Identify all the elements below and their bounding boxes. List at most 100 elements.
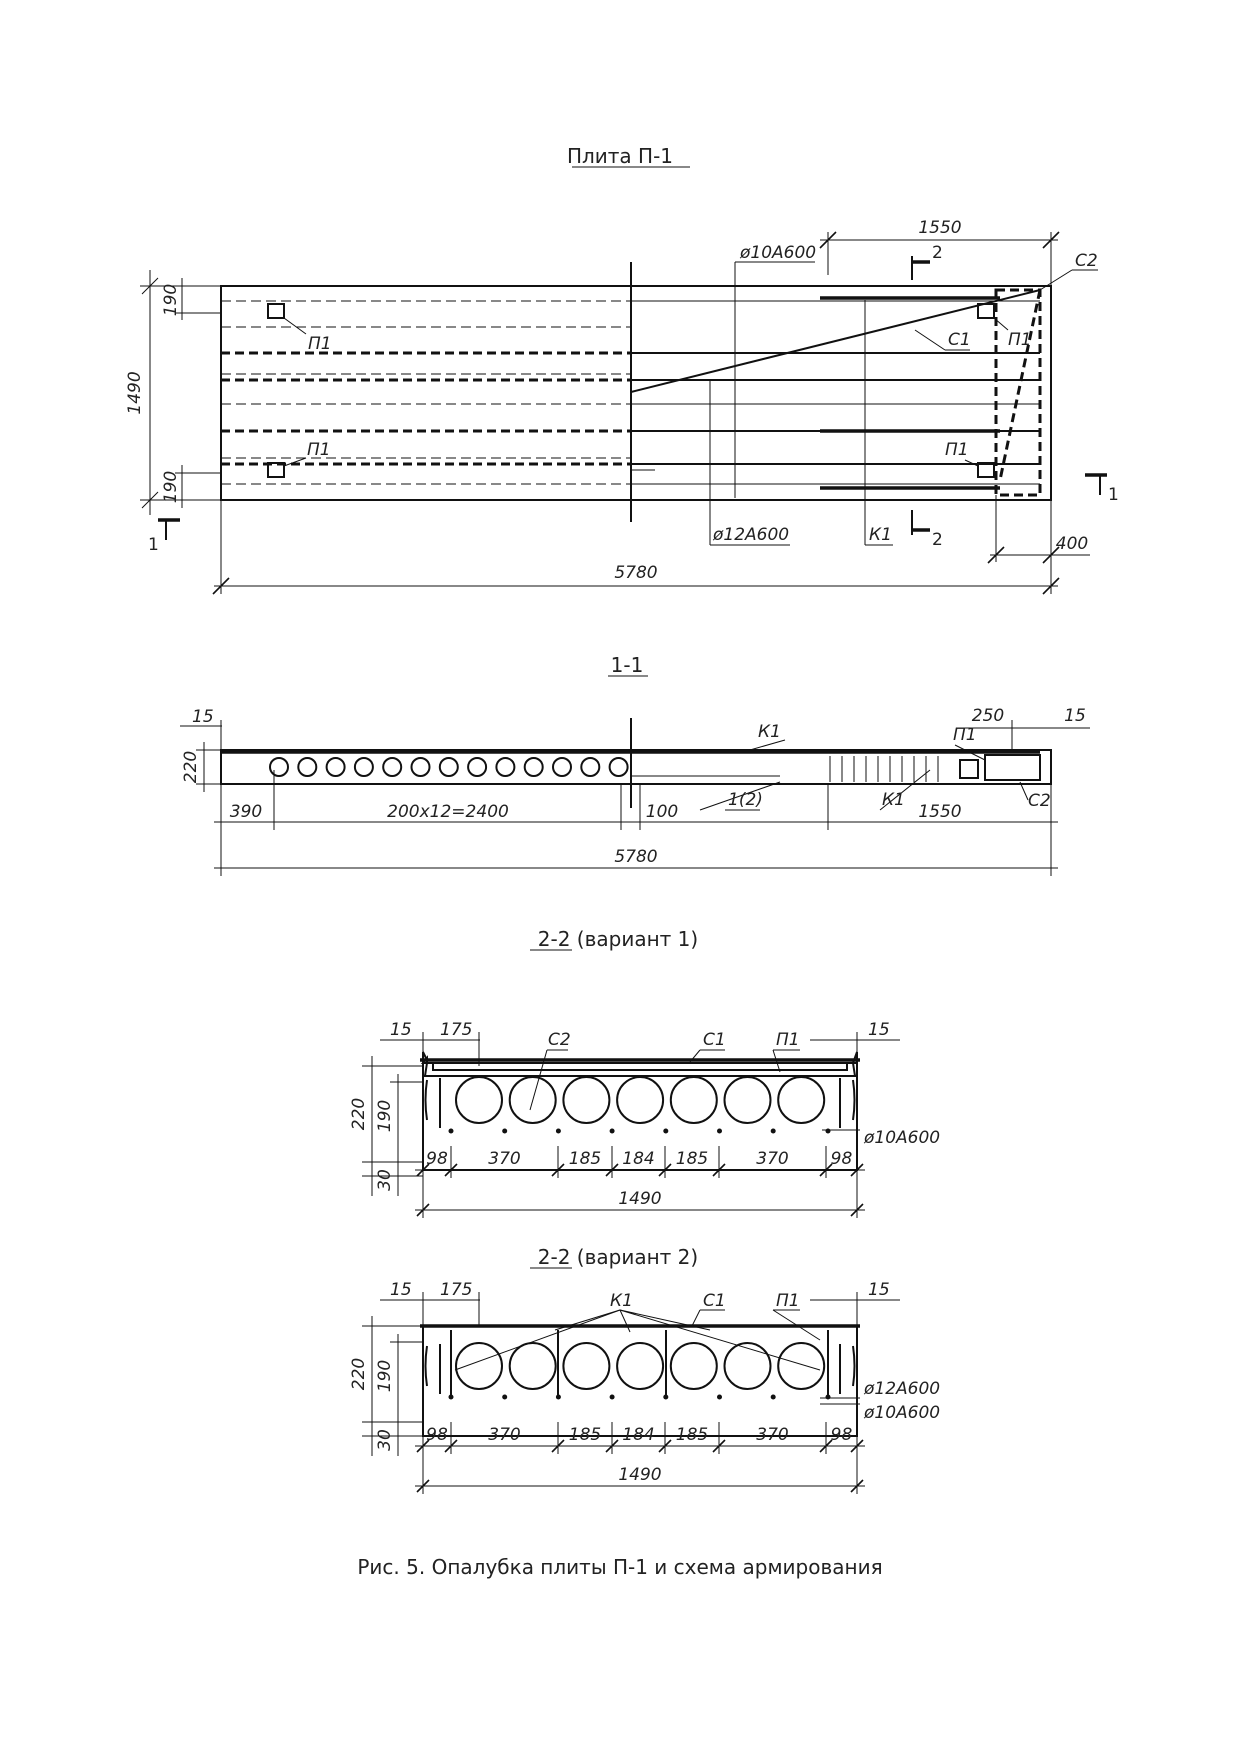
- label-rebar12-v2: ø12А600: [863, 1379, 940, 1399]
- dim-1550-plan: 1550: [918, 218, 961, 238]
- k1-stirrups-section: [829, 756, 939, 782]
- figure-caption: Рис. 5. Опалубка плиты П-1 и схема армир…: [357, 1555, 882, 1579]
- dim-175: 175: [440, 1020, 472, 1040]
- section-1-1-dimensions: 220 15 390 200x12=2400 100 1550 5780 250…: [180, 706, 1090, 876]
- hollow-circle: [562, 1076, 611, 1124]
- hollow-circle: [297, 757, 318, 777]
- dim-chain-value: 370: [756, 1149, 788, 1169]
- dim-190: 190: [375, 1360, 395, 1392]
- hollow-circle: [455, 1076, 503, 1124]
- label-p1-v2: П1: [776, 1291, 800, 1311]
- dim-chain-value: 370: [756, 1425, 788, 1445]
- cut-1-right: 1: [1108, 485, 1119, 505]
- label-rebar-10: ø10А600: [739, 243, 816, 263]
- dim-chain-value: 370: [488, 1425, 520, 1445]
- rebar-dot: [770, 1128, 776, 1134]
- dim-5780-s11: 5780: [614, 847, 657, 867]
- dim-175: 175: [440, 1280, 472, 1300]
- hollow-circle: [669, 1076, 718, 1124]
- rebar-c2-zone: [994, 288, 1042, 497]
- hollow-circle: [669, 1342, 718, 1390]
- rebar-dot: [555, 1128, 561, 1134]
- hollow-circle: [723, 1076, 772, 1124]
- dim-1550-s11: 1550: [918, 802, 961, 822]
- plan-dashed-rebar: [221, 300, 631, 485]
- hollow-circle: [325, 757, 346, 777]
- label-k1-bottom-s11: К1: [882, 790, 905, 810]
- cut-2-top: 2: [932, 243, 943, 263]
- dim-15-left: 15: [390, 1020, 412, 1040]
- hollow-circle: [508, 1342, 557, 1390]
- dim-1490: 1490: [618, 1189, 661, 1209]
- dim-15-right-s11: 15: [1064, 706, 1086, 726]
- hollow-circles-v2: [424, 1342, 856, 1400]
- side-groove: [424, 1079, 428, 1121]
- hollow-circle: [495, 757, 516, 777]
- dim-100: 100: [646, 802, 678, 822]
- label-p1-v1: П1: [776, 1030, 800, 1050]
- hollow-circle: [467, 757, 488, 777]
- rebar-dot: [609, 1128, 615, 1134]
- hollow-circle: [616, 1076, 665, 1124]
- dim-1490: 1490: [618, 1465, 661, 1485]
- side-groove: [852, 1079, 856, 1121]
- hollow-circle: [777, 1076, 826, 1124]
- hollow-circle: [269, 757, 289, 777]
- rebar-c1-diagonal: [630, 289, 1041, 393]
- dim-400: 400: [1056, 534, 1088, 554]
- plan-dimensions: 1490 190 190 5780 1550: [125, 218, 1090, 595]
- label-p1-s11: П1: [953, 725, 977, 745]
- cut-2-bottom: 2: [932, 530, 943, 550]
- hollow-circle: [608, 757, 629, 777]
- section-1-1-title: 1-1: [611, 653, 644, 677]
- plan-title: Плита П-1: [567, 144, 673, 168]
- dim-220: 220: [349, 1098, 369, 1130]
- section-1-1-labels: К1 1(2) К1 П1 С2: [699, 722, 1051, 811]
- rebar-dot: [502, 1394, 508, 1400]
- plan-labels: ø10А600 ø12А600 К1 С2 С1 П1 П1 П1 П1: [283, 243, 1098, 546]
- plan-solid-rebar: [631, 296, 1040, 490]
- label-c1-v2: С1: [703, 1291, 726, 1311]
- dim-chain-value: 370: [488, 1149, 520, 1169]
- label-rebar-v1: ø10А600: [863, 1128, 940, 1148]
- dim-chain-value: 98: [426, 1149, 448, 1169]
- dim-chain-value: 185: [569, 1149, 601, 1169]
- hollow-circle: [616, 1342, 665, 1390]
- dim-holes: 200x12=2400: [387, 802, 509, 822]
- hollow-circle: [777, 1342, 826, 1390]
- hollow-circle: [552, 757, 572, 777]
- dim-5780-plan: 5780: [614, 563, 657, 583]
- dim-190-bottom: 190: [161, 471, 181, 503]
- hollow-circle: [438, 757, 459, 777]
- dim-15-right: 15: [868, 1280, 890, 1300]
- dim-190: 190: [375, 1100, 395, 1132]
- label-c2-s11: С2: [1028, 791, 1051, 811]
- section-2-2-v2-labels: К1 С1 П1 ø12А600 ø10А600: [454, 1291, 940, 1423]
- hollow-circle: [562, 1342, 611, 1390]
- label-p1-b: П1: [307, 440, 331, 460]
- hollow-circle: [723, 1342, 772, 1390]
- dim-chain-value: 184: [622, 1149, 654, 1169]
- label-p1-d: П1: [945, 440, 969, 460]
- dim-190-top: 190: [161, 284, 181, 316]
- label-12-s11: 1(2): [728, 790, 763, 810]
- dim-250: 250: [972, 706, 1004, 726]
- hollow-circles-v1: [424, 1076, 856, 1134]
- label-c1-plan: С1: [948, 330, 971, 350]
- k1-frames-v2: [450, 1330, 829, 1398]
- hollow-circle: [523, 757, 544, 777]
- hollow-circle: [382, 757, 403, 777]
- side-groove: [852, 1345, 856, 1387]
- dim-chain-value: 98: [426, 1425, 448, 1445]
- section-1-1-outline: [220, 749, 1052, 785]
- dim-220: 220: [349, 1358, 369, 1390]
- hollow-circles: [269, 757, 629, 777]
- label-p1-a: П1: [308, 334, 332, 354]
- rebar-dot: [825, 1128, 831, 1134]
- dim-chain-value: 185: [676, 1149, 708, 1169]
- section-2-2-v1-labels: С2 С1 П1 ø10А600: [529, 1030, 940, 1148]
